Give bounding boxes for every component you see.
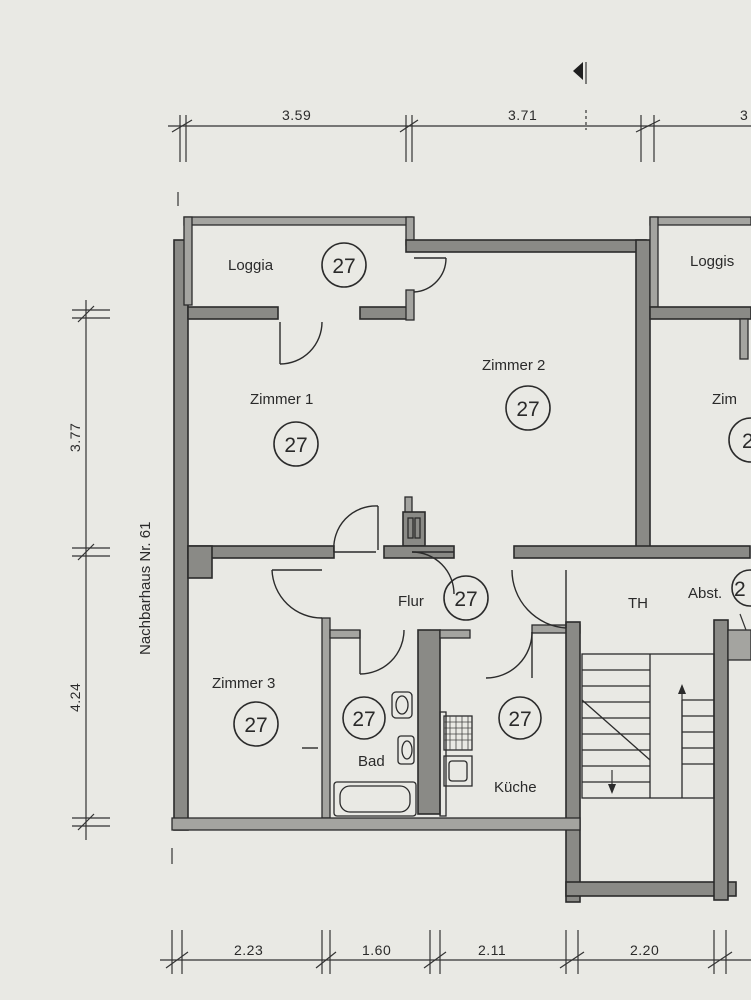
room-kueche-label: Küche xyxy=(494,779,537,796)
kitchen-sink xyxy=(443,755,473,787)
svg-text:27: 27 xyxy=(332,255,355,278)
room-th-label: TH xyxy=(628,595,648,612)
toilet xyxy=(391,691,413,719)
dim-left-2: 4.24 xyxy=(67,683,83,712)
bathroom-sink xyxy=(397,735,415,765)
dim-bottom-4: 2.20 xyxy=(630,942,659,958)
svg-text:27: 27 xyxy=(454,588,477,611)
svg-text:2: 2 xyxy=(742,430,751,453)
walls xyxy=(171,216,751,903)
room-abst-label: Abst. xyxy=(688,585,722,602)
room-number-zimmer-next: 2 xyxy=(728,417,751,463)
room-labels: Loggia Loggis Zimmer 1 Zimmer 2 Zim Zimm… xyxy=(212,253,737,796)
dim-top-2: 3.71 xyxy=(508,107,537,123)
room-zimmer1-label: Zimmer 1 xyxy=(250,391,313,408)
staircase xyxy=(581,613,747,799)
left-dimension-chain: 3.77 4.24 xyxy=(67,300,110,840)
section-marker xyxy=(573,62,587,130)
dim-bottom-1: 2.23 xyxy=(234,942,263,958)
svg-text:27: 27 xyxy=(352,708,375,731)
room-number-zimmer1: 27 xyxy=(273,421,319,467)
room-zimmer-next-label: Zim xyxy=(712,391,737,408)
room-zimmer3-label: Zimmer 3 xyxy=(212,675,275,692)
kitchen-stove xyxy=(443,715,473,751)
bathtub xyxy=(333,781,417,817)
svg-text:27: 27 xyxy=(516,398,539,421)
room-number-flur: 27 xyxy=(443,575,489,621)
doors xyxy=(271,257,567,749)
room-loggia-label: Loggia xyxy=(228,257,274,274)
room-loggia-next-label: Loggis xyxy=(690,253,734,270)
svg-text:2: 2 xyxy=(734,578,746,601)
dim-top-3: 3 xyxy=(740,107,748,123)
dim-top-1: 3.59 xyxy=(282,107,311,123)
dim-bottom-3: 2.11 xyxy=(478,942,506,958)
room-number-kueche: 27 xyxy=(498,696,542,740)
room-flur-label: Flur xyxy=(398,593,424,610)
svg-text:27: 27 xyxy=(244,714,267,737)
room-number-bad: 27 xyxy=(342,696,386,740)
room-numbers: 27 27 27 27 27 27 27 2 xyxy=(233,242,751,747)
room-number-zimmer2: 27 xyxy=(505,385,551,431)
room-number-zimmer3: 27 xyxy=(233,701,279,747)
room-number-loggia: 27 xyxy=(321,242,367,288)
room-zimmer2-label: Zimmer 2 xyxy=(482,357,545,374)
dim-left-1: 3.77 xyxy=(67,423,83,452)
svg-text:27: 27 xyxy=(508,708,531,731)
neighbor-house-label: Nachbarhaus Nr. 61 xyxy=(137,522,154,655)
room-number-abst: 2 xyxy=(731,569,751,607)
dim-bottom-2: 1.60 xyxy=(362,942,391,958)
svg-text:27: 27 xyxy=(284,434,307,457)
top-dimension-chain: 3.59 3.71 3 xyxy=(168,107,751,162)
bottom-dimension-chain: 2.23 1.60 2.11 2.20 xyxy=(160,930,751,974)
room-bad-label: Bad xyxy=(358,753,385,770)
